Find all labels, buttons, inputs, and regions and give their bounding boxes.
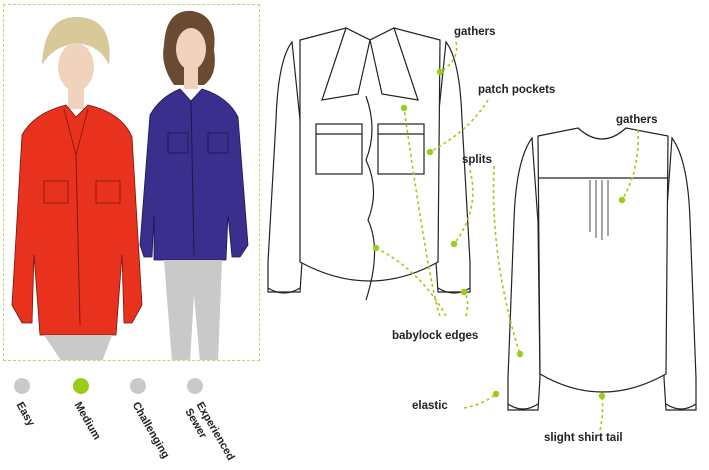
callout-babylock-edges: babylock edges [392,330,479,342]
difficulty-dot-easy [14,378,30,394]
model-red-blouse [11,16,143,360]
back-view-drawing [507,127,697,411]
callout-gathers-front: gathers [454,26,496,38]
front-view-drawing [267,27,471,301]
callout-patch-pockets: patch pockets [478,84,556,96]
difficulty-dot-experienced [187,378,203,394]
model-illustration-panel [3,4,260,361]
model-navy-blouse [139,10,249,360]
difficulty-dot-medium [73,378,89,394]
callout-elastic: elastic [412,400,448,412]
model-illustration [11,10,249,360]
difficulty-dot-challenging [130,378,146,394]
callout-slight-shirt-tail: slight shirt tail [544,432,623,444]
callout-gathers-back: gathers [616,114,658,126]
callout-dots [372,68,626,400]
callout-splits: splits [462,154,493,166]
